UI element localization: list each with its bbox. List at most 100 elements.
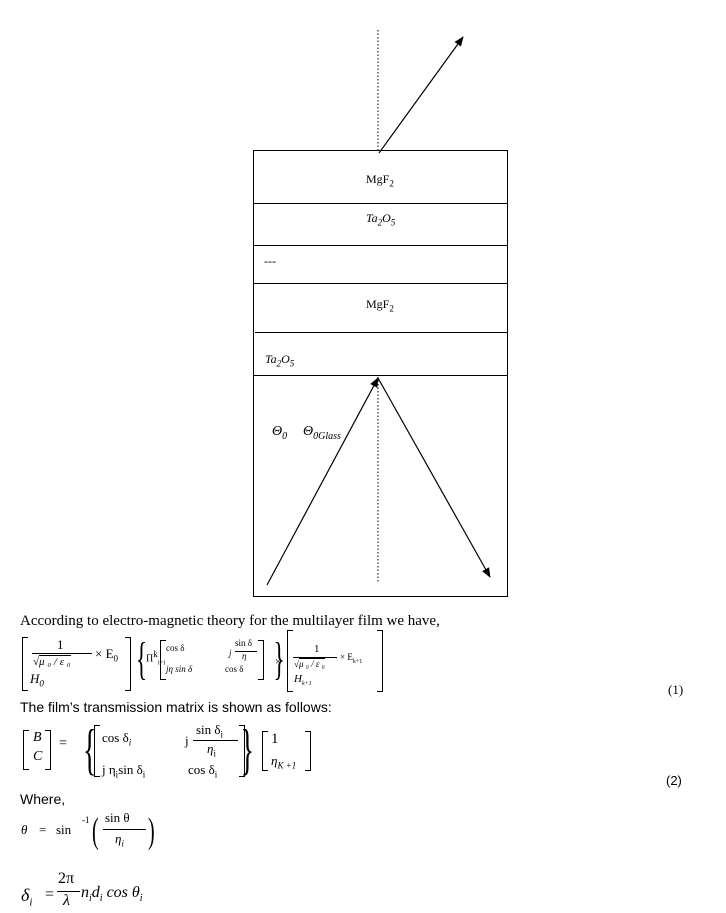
transmitted-ray-arrow [378, 36, 464, 154]
theta-glass-label: Θ0Glass [303, 424, 341, 442]
equation-number-1: (1) [668, 682, 684, 697]
sub: k+1 [352, 658, 363, 665]
text: cos θ [106, 884, 140, 901]
eq1-h0: H0 [30, 671, 44, 689]
vector-b: B [33, 730, 42, 745]
text: η [207, 741, 214, 756]
equals-sign: = [45, 886, 55, 903]
fraction-line [32, 653, 92, 654]
eq1-numerator: 1 [314, 643, 320, 655]
sub: i [139, 893, 143, 905]
delta-numerator: 2π [58, 870, 75, 887]
text: n [81, 884, 89, 901]
sub: i [29, 896, 33, 909]
fraction-line [235, 651, 257, 652]
label-text: Θ [303, 424, 314, 439]
label-text: Θ [272, 424, 283, 439]
text: δ [21, 885, 30, 905]
label-sub: 2 [389, 303, 394, 314]
product-symbol: Πki=1 [146, 649, 166, 666]
equation-number-2: (2) [666, 773, 682, 788]
sub: i [115, 769, 119, 780]
sup: k [153, 649, 158, 659]
delta-rhs: nidi cos θi [81, 884, 143, 904]
bracket-left [262, 731, 268, 771]
m22: cos δ [225, 664, 244, 674]
sqrt-arg: μ ₀ / ε ₀ [39, 655, 71, 668]
eq1-sqrt: √μ ₀ / ε ₀ [33, 655, 71, 668]
sub: i [99, 893, 103, 905]
vector-1: 1 [271, 731, 279, 747]
text: H [294, 673, 302, 685]
paren-right: ) [148, 812, 155, 852]
equals-sign: = [59, 736, 67, 751]
label-text: O [382, 211, 391, 225]
times-sign: × [275, 656, 282, 668]
where-label: Where, [20, 791, 66, 807]
bracket-right [125, 637, 131, 691]
label-text: Ta [265, 352, 277, 366]
sub: i [89, 893, 92, 905]
bracket-left [22, 637, 28, 691]
label-sub: 0Glass [313, 430, 341, 442]
fraction-line [103, 829, 146, 830]
eq1-ek: × Ek+1 [340, 652, 362, 665]
label-sub: 0 [282, 430, 288, 442]
paren-left: ( [92, 812, 99, 852]
sub: i [214, 769, 218, 780]
text: sin δ [118, 762, 143, 777]
layer-label-ellipsis: --- [264, 254, 276, 268]
eq1-numerator: 1 [57, 637, 64, 652]
sub: k+1 [301, 681, 312, 688]
text: × E [95, 646, 114, 661]
m12-den: η [242, 651, 247, 661]
label-text: MgF [366, 297, 390, 311]
text: cos δ [188, 762, 215, 777]
bracket-left [23, 730, 29, 770]
bracket-left [287, 630, 293, 692]
reflected-ray-arrow [377, 377, 491, 578]
text: d [91, 884, 100, 901]
text: η [115, 831, 122, 846]
theta0-label: Θ0 [272, 424, 287, 442]
bracket-left [160, 640, 166, 680]
layer-label-ta2o5: Ta2O5 [265, 352, 294, 368]
label-text: MgF [366, 172, 390, 186]
delta-denominator: λ [63, 892, 70, 909]
sub: 0 [113, 653, 119, 664]
layer-label-mgf2: MgF2 [366, 172, 394, 188]
sub: K +1 [277, 760, 297, 771]
brace-right: { [240, 719, 254, 781]
text: j η [102, 762, 116, 777]
inverse-sup: -1 [82, 815, 90, 825]
layer-label-ta2o5: Ta2O5 [366, 211, 395, 227]
incident-ray-arrow [266, 377, 379, 586]
vector-eta: ηK +1 [271, 753, 296, 771]
sub: i [142, 769, 146, 780]
sub: 0 [39, 678, 44, 689]
intro-paragraph: According to electro-magnetic theory for… [20, 613, 440, 629]
bracket-right [239, 725, 245, 777]
m12-j: j [185, 733, 189, 748]
m21: j ηisin δi [102, 762, 145, 780]
matrix-intro-paragraph: The film’s transmission matrix is shown … [20, 699, 332, 715]
multilayer-film-diagram [253, 30, 508, 597]
bracket-left [94, 725, 100, 777]
brace-left: { [83, 719, 97, 781]
theta-denominator: ηi [115, 831, 124, 849]
m12-num: sin δi [196, 722, 223, 740]
label-sub: 2 [377, 217, 383, 228]
sub: i [121, 838, 124, 849]
m21: jη sin δ [166, 664, 193, 674]
fraction-line [193, 740, 238, 741]
eq1-hk: Hk+1 [294, 673, 312, 687]
m12-num: sin δ [235, 638, 252, 648]
bracket-right [258, 640, 264, 680]
delta-lhs: δi [21, 885, 32, 909]
equals-sign: = [39, 822, 47, 837]
bracket-right [305, 731, 311, 771]
sub: i [213, 748, 216, 759]
label-sub: 5 [289, 358, 295, 369]
brace-left: { [136, 633, 148, 684]
